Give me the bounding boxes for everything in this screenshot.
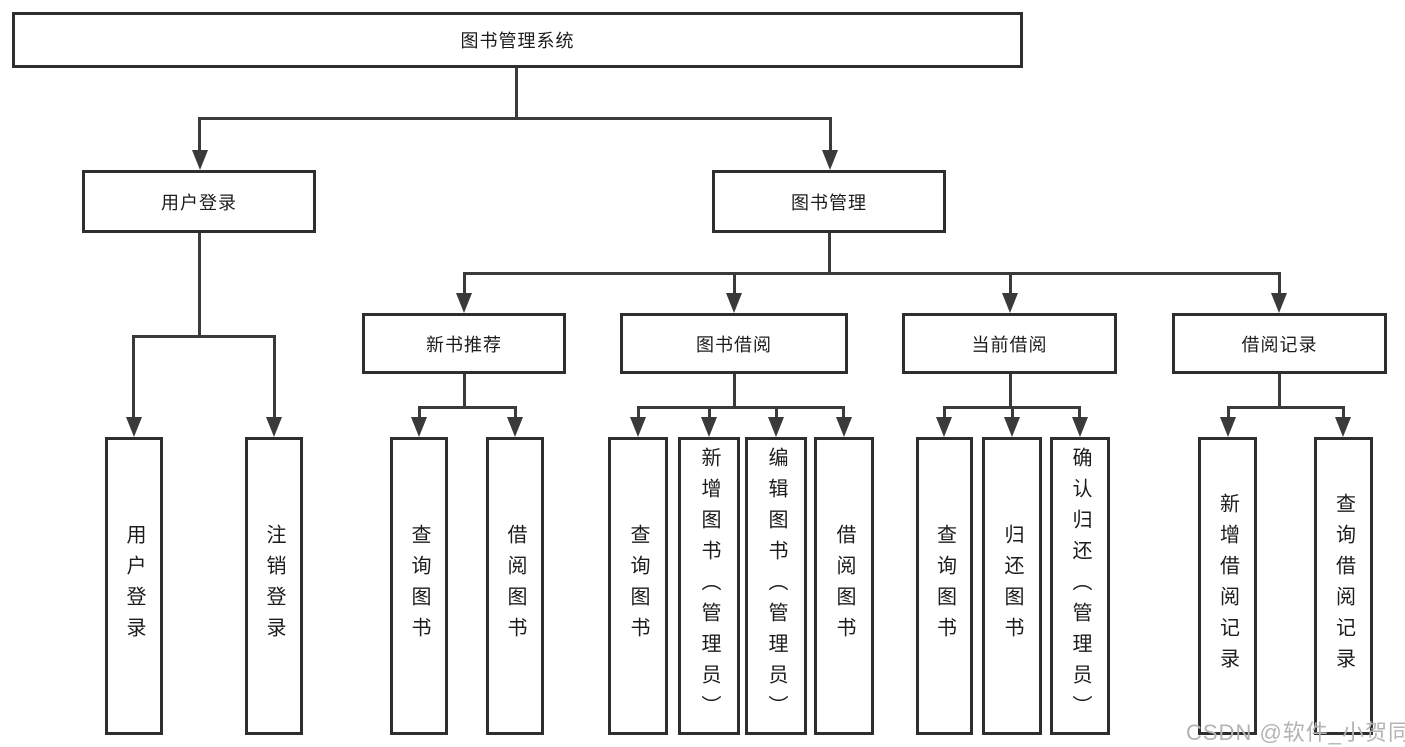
connector-line — [733, 272, 736, 296]
node-leaf-edit-books-admin: 编辑图书（管理员） — [745, 437, 807, 735]
node-borrow-records: 借阅记录 — [1172, 313, 1387, 374]
arrowhead-icon — [456, 293, 472, 313]
leaf-label: 借阅图书 — [504, 524, 526, 648]
connector-line — [463, 272, 1281, 275]
arrowhead-icon — [411, 417, 427, 437]
connector-line — [842, 406, 845, 420]
leaf-label: 查询图书 — [408, 524, 430, 648]
leaf-label: 注销登录 — [263, 524, 285, 648]
connector-line — [1278, 272, 1281, 296]
arrowhead-icon — [630, 417, 646, 437]
node-leaf-query-books-1: 查询图书 — [390, 437, 448, 735]
connector-line — [733, 374, 736, 408]
connector-line — [515, 68, 518, 120]
arrowhead-icon — [192, 150, 208, 170]
node-new-book-recommend: 新书推荐 — [362, 313, 566, 374]
leaf-label: 归还图书 — [1001, 524, 1023, 648]
node-leaf-logout: 注销登录 — [245, 437, 303, 735]
node-leaf-query-books-2: 查询图书 — [608, 437, 668, 735]
connector-line — [132, 335, 275, 338]
connector-line — [418, 406, 421, 420]
node-leaf-add-borrow-record: 新增借阅记录 — [1198, 437, 1257, 735]
node-book-management: 图书管理 — [712, 170, 946, 233]
connector-line — [514, 406, 517, 420]
leaf-label: 查询图书 — [933, 524, 956, 648]
connector-line — [199, 117, 832, 120]
arrowhead-icon — [822, 150, 838, 170]
connector-line — [708, 406, 711, 420]
node-leaf-borrow-books-1: 借阅图书 — [486, 437, 544, 735]
connector-line — [1009, 272, 1012, 296]
arrowhead-icon — [836, 417, 852, 437]
node-book-borrow: 图书借阅 — [620, 313, 848, 374]
leaf-label: 用户登录 — [123, 524, 145, 648]
connector-line — [1227, 406, 1345, 409]
arrowhead-icon — [1072, 417, 1088, 437]
csdn-watermark: CSDN @软件_小贺同学 — [1186, 720, 1405, 745]
leaf-label: 查询借阅记录 — [1332, 493, 1355, 679]
leaf-label: 借阅图书 — [833, 524, 855, 648]
connector-line — [1009, 374, 1012, 408]
connector-line — [418, 406, 517, 409]
connector-line — [463, 374, 466, 408]
node-leaf-query-borrow-record: 查询借阅记录 — [1314, 437, 1373, 735]
connector-line — [198, 117, 201, 154]
arrowhead-icon — [1220, 417, 1236, 437]
connector-line — [1278, 374, 1281, 408]
leaf-label: 新增借阅记录 — [1216, 493, 1239, 679]
node-leaf-borrow-books-2: 借阅图书 — [814, 437, 874, 735]
arrowhead-icon — [1271, 293, 1287, 313]
connector-line — [273, 335, 276, 419]
arrowhead-icon — [126, 417, 142, 437]
arrowhead-icon — [507, 417, 523, 437]
node-leaf-add-books-admin: 新增图书（管理员） — [678, 437, 740, 735]
node-current-borrow: 当前借阅 — [902, 313, 1117, 374]
connector-line — [1342, 406, 1345, 420]
arrowhead-icon — [1002, 293, 1018, 313]
node-book-management-system: 图书管理系统 — [12, 12, 1023, 68]
connector-line — [198, 233, 201, 337]
connector-line — [1011, 406, 1014, 420]
connector-line — [1227, 406, 1230, 420]
node-leaf-return-books: 归还图书 — [982, 437, 1042, 735]
node-leaf-query-books-3: 查询图书 — [916, 437, 973, 735]
connector-line — [943, 406, 946, 420]
leaf-label: 查询图书 — [627, 524, 649, 648]
arrowhead-icon — [936, 417, 952, 437]
node-user-login: 用户登录 — [82, 170, 316, 233]
connector-line — [828, 233, 831, 274]
connector-line — [775, 406, 778, 420]
connector-line — [1078, 406, 1081, 420]
connector-line — [829, 117, 832, 154]
leaf-label: 确认归还（管理员） — [1069, 446, 1091, 726]
connector-line — [132, 335, 135, 419]
arrowhead-icon — [768, 417, 784, 437]
leaf-label: 编辑图书（管理员） — [765, 446, 787, 726]
connector-line — [637, 406, 640, 420]
arrowhead-icon — [701, 417, 717, 437]
leaf-label: 新增图书（管理员） — [698, 446, 720, 726]
arrowhead-icon — [1004, 417, 1020, 437]
arrowhead-icon — [1335, 417, 1351, 437]
node-leaf-user-login: 用户登录 — [105, 437, 163, 735]
node-leaf-confirm-return-admin: 确认归还（管理员） — [1050, 437, 1110, 735]
arrowhead-icon — [726, 293, 742, 313]
connector-line — [637, 406, 845, 409]
connector-line — [463, 272, 466, 296]
arrowhead-icon — [266, 417, 282, 437]
